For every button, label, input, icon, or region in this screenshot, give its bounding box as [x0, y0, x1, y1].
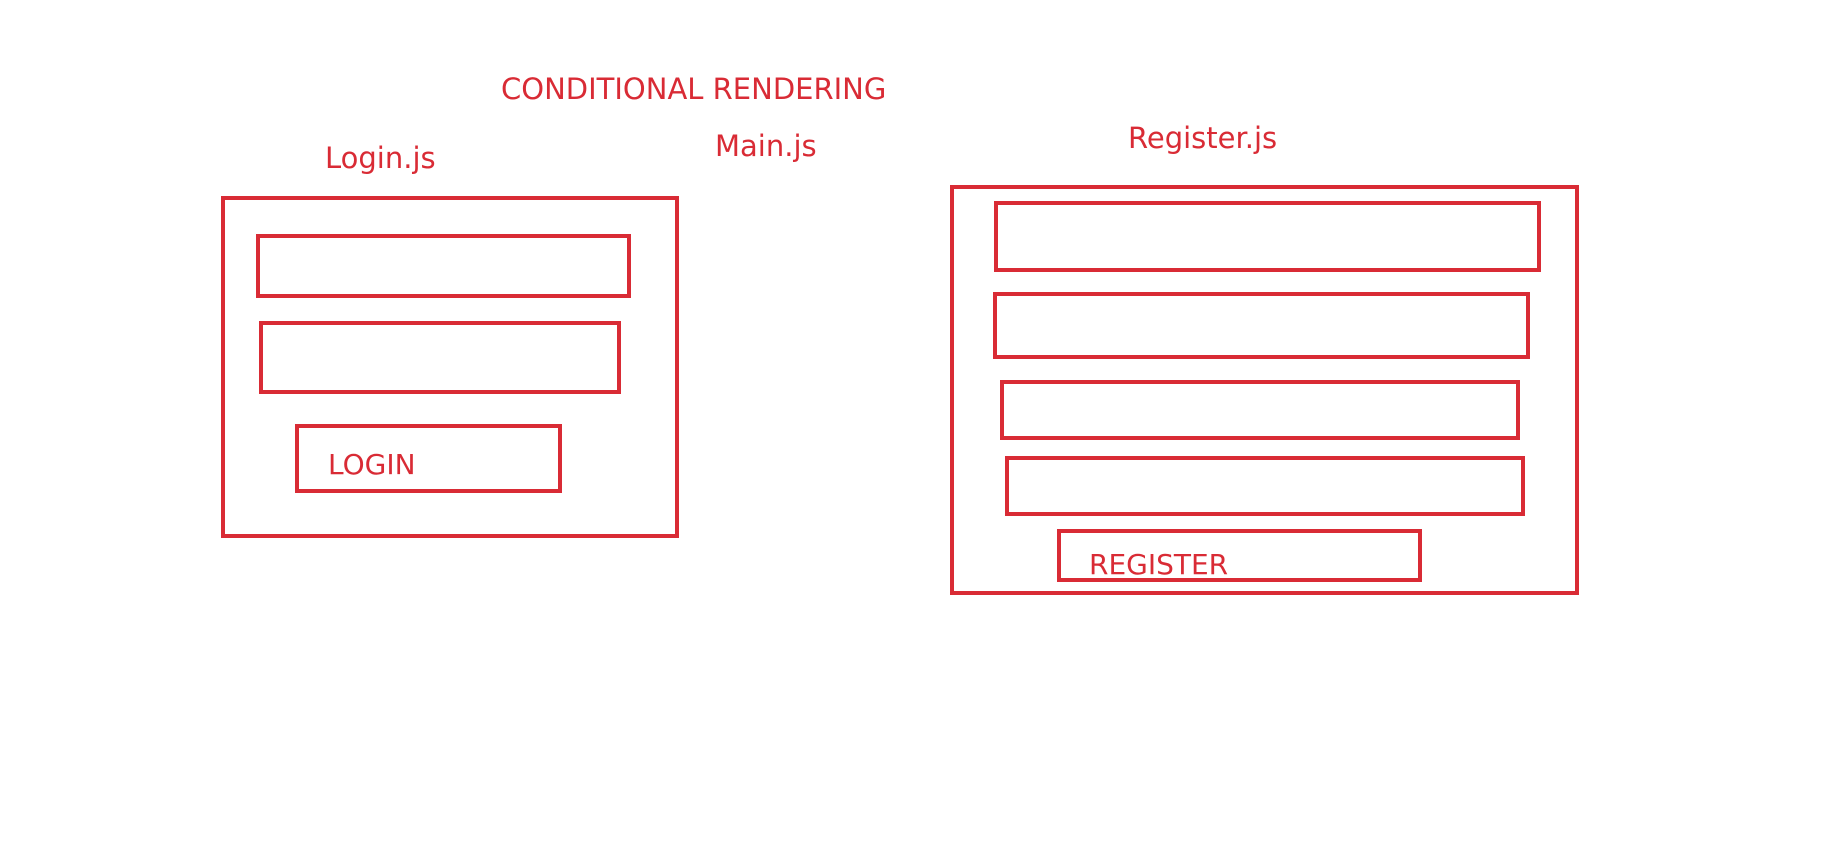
login-password-field [259, 321, 621, 394]
register-field-4 [1005, 456, 1525, 516]
register-field-3 [1000, 380, 1520, 440]
register-field-1 [994, 201, 1541, 272]
register-button-label: REGISTER [1089, 548, 1229, 581]
main-label: Main.js [715, 129, 817, 163]
register-field-2 [993, 292, 1530, 359]
login-button [295, 424, 562, 493]
login-label: Login.js [325, 141, 436, 175]
login-form-box [221, 196, 679, 538]
login-username-field [256, 234, 631, 298]
register-label: Register.js [1128, 121, 1278, 155]
register-button [1057, 529, 1422, 582]
login-button-label: LOGIN [328, 448, 416, 481]
diagram-title: CONDITIONAL RENDERING [501, 72, 887, 106]
register-form-box [950, 185, 1579, 595]
